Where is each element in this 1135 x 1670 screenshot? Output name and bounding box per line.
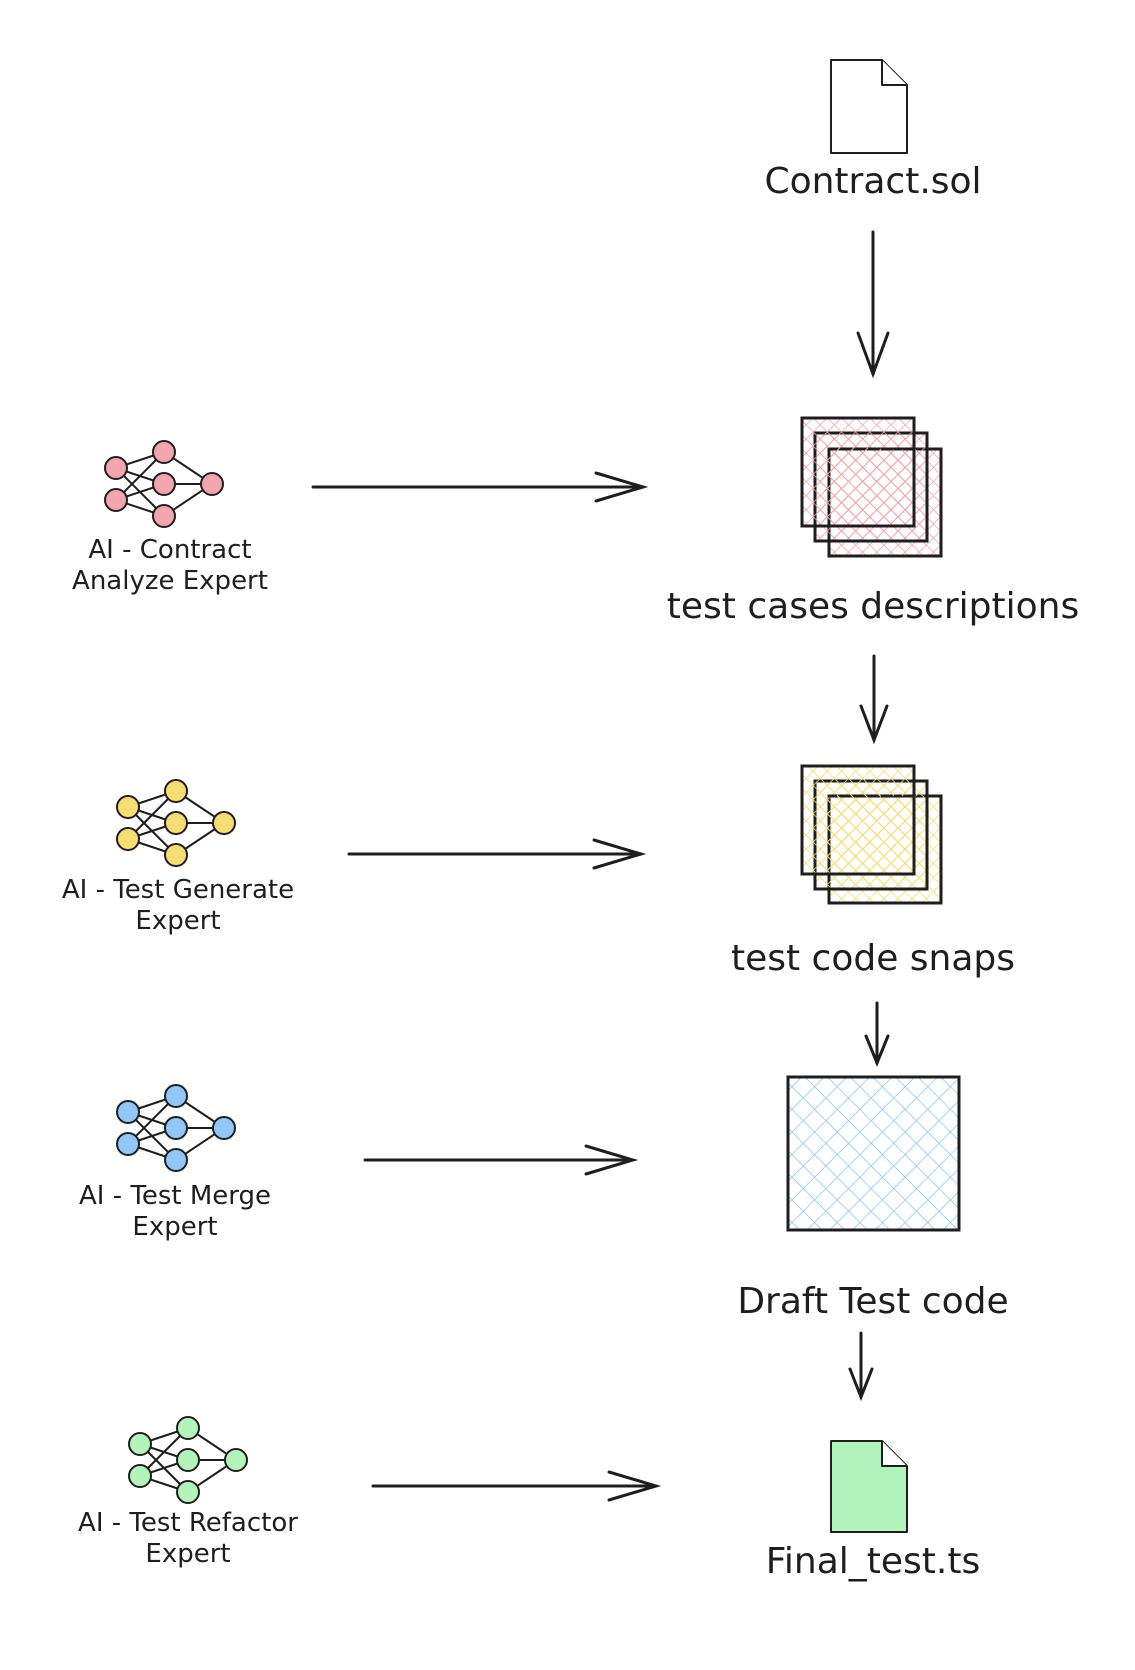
arrow-agent4-to-final: [371, 1470, 662, 1502]
neural-network-node: [128, 1464, 152, 1488]
agent-label-line1: AI - Contract: [88, 535, 252, 565]
arrow-contract-to-cases: [856, 230, 890, 379]
agent-label-line2: Expert: [132, 1212, 218, 1243]
agent-label-line2: Expert: [135, 906, 221, 937]
final-test-document-icon: [830, 1440, 908, 1533]
agent-label-line1: AI - Test Refactor: [78, 1508, 298, 1538]
neural-network-node: [128, 1432, 152, 1456]
neural-network-icon-test-merge: [116, 1084, 236, 1172]
test-code-snaps-stacked-pages-icon: [800, 764, 943, 905]
neural-network-node: [152, 440, 176, 464]
draft-test-code-label: Draft Test code: [737, 1281, 1009, 1322]
arrow-draft-to-final: [848, 1331, 874, 1402]
agent-contract-analyze-label: AI - Contract Analyze Expert: [0, 535, 340, 597]
neural-network-node: [104, 456, 128, 480]
neural-network-node: [116, 1100, 140, 1124]
neural-network-node: [176, 1480, 200, 1504]
neural-network-node: [164, 1148, 188, 1172]
arrow-cases-to-snaps: [859, 654, 889, 745]
neural-network-icon-test-refactor: [128, 1416, 248, 1504]
neural-network-node: [176, 1448, 200, 1472]
neural-network-node: [224, 1448, 248, 1472]
neural-network-node: [152, 504, 176, 528]
final-test-label: Final_test.ts: [765, 1541, 981, 1582]
agent-label-line1: AI - Test Merge: [79, 1181, 271, 1211]
neural-network-icon-test-generate: [116, 779, 236, 867]
test-cases-stacked-pages-icon: [800, 416, 943, 558]
neural-network-node: [164, 1084, 188, 1108]
contract-document-icon: [830, 59, 908, 154]
neural-network-node: [104, 488, 128, 512]
agent-test-refactor-label: AI - Test Refactor Expert: [18, 1508, 358, 1570]
agent-label-line2: Analyze Expert: [72, 566, 268, 597]
neural-network-node: [164, 779, 188, 803]
neural-network-node: [176, 1416, 200, 1440]
neural-network-node: [200, 472, 224, 496]
arrow-agent1-to-cases: [311, 471, 649, 503]
draft-test-code-square-icon: [786, 1075, 961, 1232]
neural-network-node: [116, 1132, 140, 1156]
agent-label-line2: Expert: [145, 1539, 231, 1570]
arrow-snaps-to-draft: [864, 1001, 890, 1067]
neural-network-node: [164, 1116, 188, 1140]
agent-label-line1: AI - Test Generate: [61, 875, 295, 905]
agent-test-generate-label: AI - Test Generate Expert: [8, 875, 348, 937]
test-code-snaps-label: test code snaps: [730, 938, 1016, 979]
neural-network-node: [164, 811, 188, 835]
test-cases-label: test cases descriptions: [666, 586, 1080, 627]
agent-test-merge-label: AI - Test Merge Expert: [5, 1181, 345, 1243]
neural-network-node: [212, 811, 236, 835]
contract-label: Contract.sol: [764, 161, 982, 202]
neural-network-node: [152, 472, 176, 496]
neural-network-node: [164, 843, 188, 867]
neural-network-node: [116, 827, 140, 851]
neural-network-node: [116, 795, 140, 819]
arrow-agent2-to-snaps: [347, 838, 647, 870]
neural-network-node: [212, 1116, 236, 1140]
arrow-agent3-to-draft: [363, 1144, 639, 1176]
neural-network-icon-contract-analyze: [104, 440, 224, 528]
